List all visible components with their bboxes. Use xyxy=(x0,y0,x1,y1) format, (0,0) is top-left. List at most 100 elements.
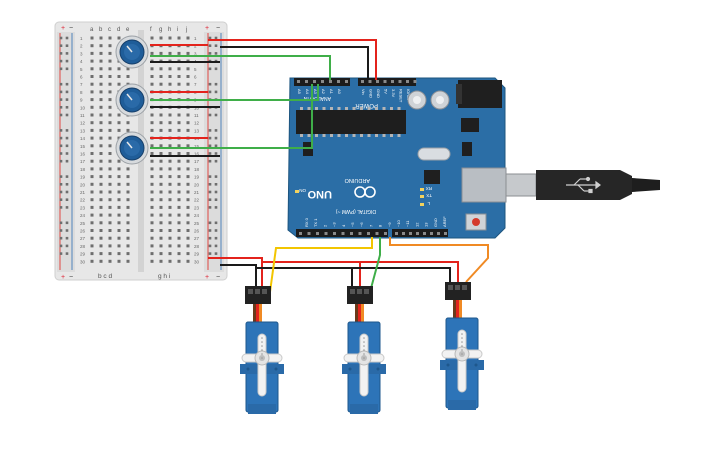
potentiometer[interactable] xyxy=(115,83,149,117)
header-pin[interactable] xyxy=(406,80,409,83)
breadboard-hole xyxy=(99,198,103,202)
rail-hole xyxy=(214,129,218,132)
header-pins-bottom xyxy=(299,232,447,235)
header-pin[interactable] xyxy=(437,232,440,235)
header-pin[interactable] xyxy=(402,232,405,235)
header-pin[interactable] xyxy=(375,232,379,235)
header-pin[interactable] xyxy=(413,80,417,83)
potentiometer[interactable] xyxy=(115,35,149,69)
breadboard-hole xyxy=(90,59,94,63)
column-label: d xyxy=(117,27,120,33)
wire-pot2-signal[interactable] xyxy=(150,84,319,101)
breadboard-hole xyxy=(177,75,181,78)
usb-cable[interactable] xyxy=(505,170,660,200)
breadboard-hole xyxy=(177,36,181,40)
uno-label: UNO xyxy=(307,188,332,200)
breadboard-hole xyxy=(159,144,163,148)
breadboard-hole xyxy=(108,44,112,48)
header-pin[interactable] xyxy=(423,232,426,235)
header-pin[interactable] xyxy=(329,80,332,83)
servo-motor[interactable] xyxy=(342,286,386,414)
breadboard-hole xyxy=(99,252,103,256)
breadboard-hole xyxy=(108,221,112,225)
breadboard-hole xyxy=(108,252,112,256)
breadboard-hole xyxy=(150,229,154,232)
wire-gnd[interactable] xyxy=(220,46,369,80)
header-pin[interactable] xyxy=(316,232,319,235)
rail-hole xyxy=(214,236,218,240)
rail-hole xyxy=(59,136,63,140)
breadboard-hole xyxy=(117,75,121,78)
breadboard-hole xyxy=(108,98,112,102)
header-pin[interactable] xyxy=(361,80,364,83)
header-pin[interactable] xyxy=(350,232,353,235)
wire-pot1-signal[interactable] xyxy=(150,55,331,80)
breadboard-hole xyxy=(186,213,190,217)
header-pin[interactable] xyxy=(307,232,311,235)
header-pin[interactable] xyxy=(358,232,362,235)
breadboard-hole xyxy=(168,36,172,40)
wire-servo2-vcc[interactable] xyxy=(262,261,361,292)
wire-servo1-vcc[interactable] xyxy=(208,257,263,292)
header-pin[interactable] xyxy=(416,232,419,235)
header-pin[interactable] xyxy=(391,80,394,83)
rail-hole xyxy=(208,183,212,186)
potentiometer[interactable] xyxy=(115,131,149,165)
header-pin[interactable] xyxy=(333,232,336,235)
wire-servo2-signal[interactable] xyxy=(369,237,381,293)
breadboard-hole xyxy=(177,252,181,256)
header-pin[interactable] xyxy=(384,232,387,235)
breadboard-hole xyxy=(168,252,172,256)
servo-mount-hole xyxy=(474,363,478,367)
breadboard-hole xyxy=(159,175,163,179)
rail-hole xyxy=(65,144,69,148)
header-pin[interactable] xyxy=(313,80,316,83)
breadboard-hole xyxy=(117,244,121,248)
wire-5v[interactable] xyxy=(208,39,377,80)
row-number: 5 xyxy=(80,67,83,72)
header-pin[interactable] xyxy=(395,232,398,235)
header-pin[interactable] xyxy=(409,232,412,235)
column-label: a xyxy=(90,27,94,33)
header-pin[interactable] xyxy=(368,80,372,83)
header-pin[interactable] xyxy=(305,80,308,83)
header-pin[interactable] xyxy=(337,80,340,83)
rail-hole xyxy=(208,244,212,248)
breadboard-hole xyxy=(117,236,121,240)
breadboard-hole xyxy=(177,159,181,163)
header-pin[interactable] xyxy=(324,232,328,235)
header-pin[interactable] xyxy=(297,80,300,83)
breadboard-hole xyxy=(177,167,181,171)
wire-servo3-gnd[interactable] xyxy=(256,267,451,282)
header-pin[interactable] xyxy=(430,232,433,235)
power-jack-edge xyxy=(456,84,462,104)
rail-hole xyxy=(65,206,69,209)
servo-motor[interactable] xyxy=(440,282,484,410)
header-pin[interactable] xyxy=(321,80,324,83)
rail-hole xyxy=(208,252,212,255)
breadboard-hole xyxy=(117,252,121,256)
digital-pin-label: GND xyxy=(433,218,438,227)
breadboard-hole xyxy=(186,175,190,179)
header-pin[interactable] xyxy=(367,232,370,235)
on-label: ON xyxy=(299,188,306,193)
reset-button-cap[interactable] xyxy=(472,218,480,226)
wire-servo3-vcc[interactable] xyxy=(262,261,459,282)
header-pin[interactable] xyxy=(299,232,302,235)
header-pin[interactable] xyxy=(376,80,379,83)
header-pin[interactable] xyxy=(383,80,387,83)
servo-connector-pin xyxy=(455,285,460,290)
header-pin[interactable] xyxy=(444,232,447,235)
rail-hole xyxy=(59,59,63,63)
header-pin[interactable] xyxy=(345,80,348,83)
header-pin[interactable] xyxy=(341,232,345,235)
breadboard-hole xyxy=(150,36,154,40)
wire-servo1-signal[interactable] xyxy=(269,237,373,293)
wire-servo1-gnd[interactable] xyxy=(220,264,257,292)
wire-pot3-signal[interactable] xyxy=(150,84,313,149)
breadboard-hole xyxy=(159,51,163,55)
servo-motor[interactable] xyxy=(240,286,284,414)
header-pin[interactable] xyxy=(398,80,402,83)
wire-servo3-signal[interactable] xyxy=(389,237,489,283)
